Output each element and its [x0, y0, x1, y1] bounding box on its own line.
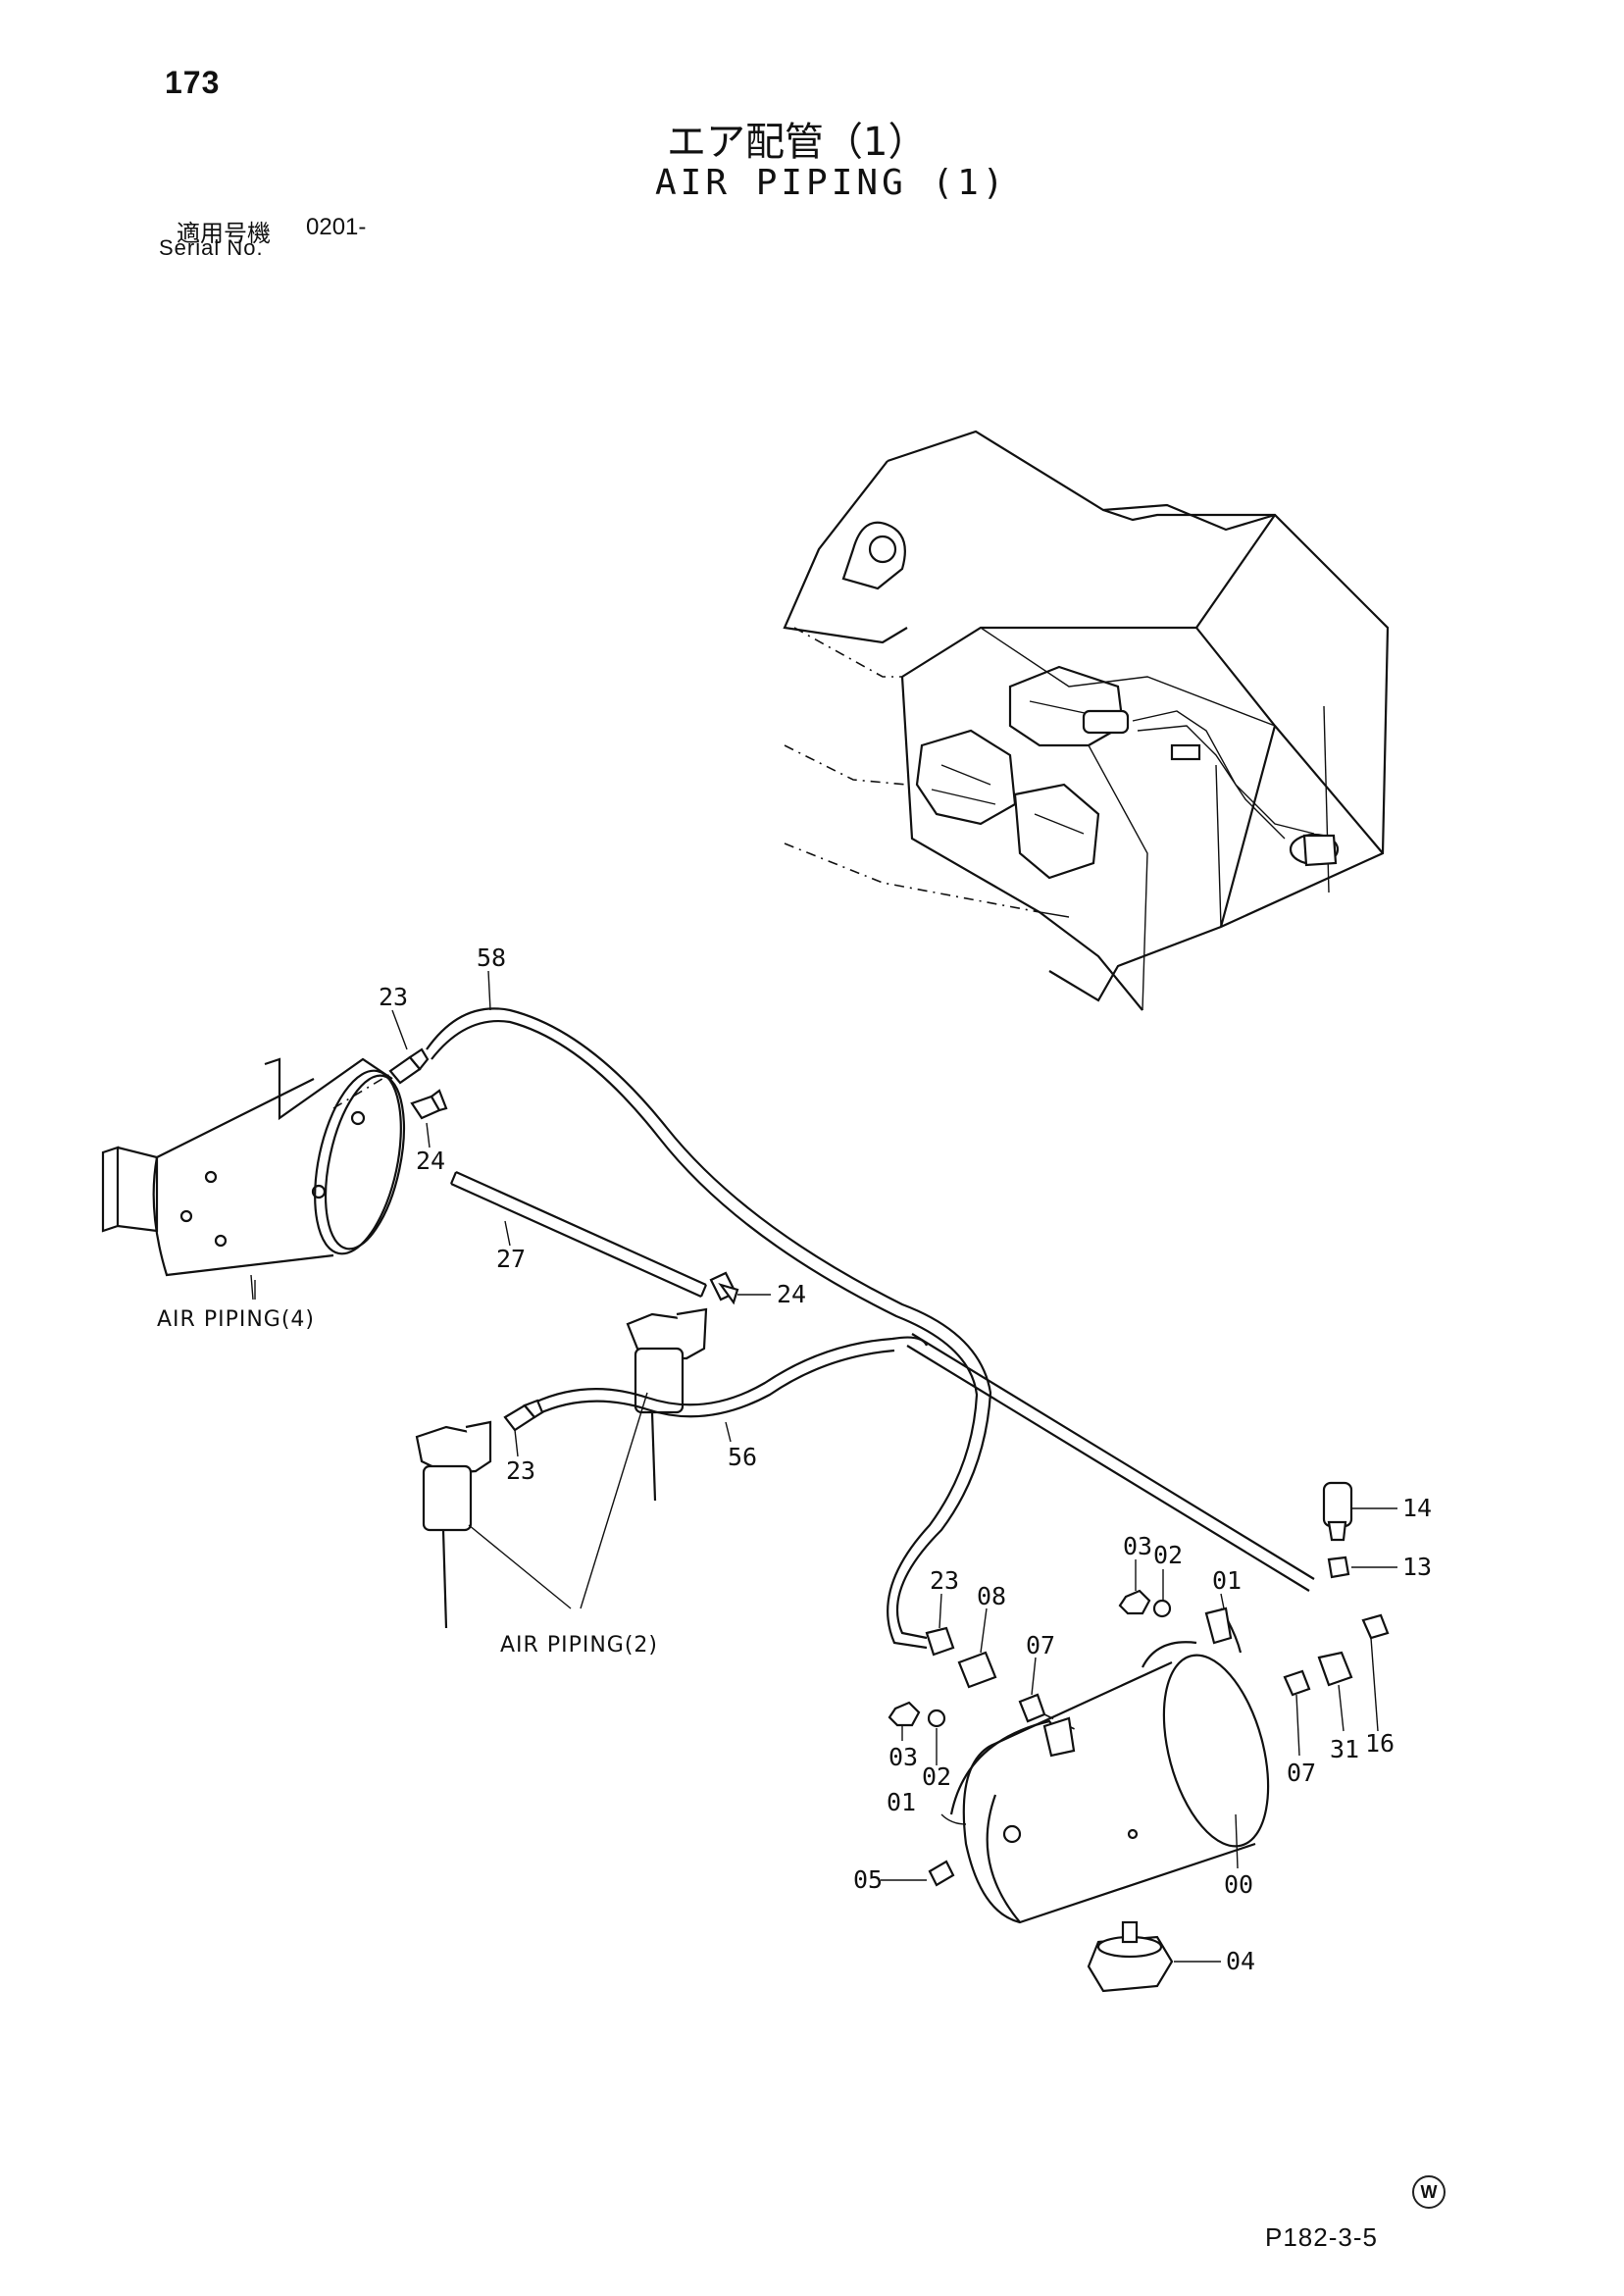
fitting-07-right	[1283, 1669, 1311, 1757]
pipe-58	[426, 970, 992, 1650]
callout-23-lower: 23	[930, 1566, 959, 1595]
callout-56: 56	[728, 1443, 757, 1471]
callout-07-left: 07	[1026, 1631, 1055, 1659]
callout-14: 14	[1402, 1494, 1432, 1522]
callout-04: 04	[1226, 1947, 1255, 1975]
nut-03-lower	[888, 1701, 921, 1741]
reference-air-piping-2: AIR PIPING(2)	[500, 1633, 658, 1658]
serial-label-english: Serial No.	[159, 235, 264, 260]
page-number: 173	[165, 65, 221, 100]
drain-plug-05	[881, 1860, 955, 1887]
machine-overview-illustration	[783, 430, 1390, 1011]
callout-01-lower: 01	[887, 1788, 916, 1816]
callout-02-lower: 02	[922, 1762, 951, 1791]
callout-03-lower: 03	[888, 1743, 918, 1771]
fitting-chain-23-08-07	[925, 1593, 1080, 1732]
tank-bands-01	[940, 1593, 1243, 1825]
pipe-27	[449, 1170, 708, 1299]
fitting-23-middle	[503, 1399, 544, 1457]
callout-58: 58	[477, 944, 506, 972]
document-code: P182-3-5	[1265, 2222, 1378, 2252]
sensor-14	[1322, 1481, 1397, 1542]
callout-13: 13	[1402, 1553, 1432, 1581]
nut-03-upper	[1118, 1559, 1151, 1615]
callout-03-upper: 03	[1123, 1532, 1152, 1560]
callout-01-upper: 01	[1212, 1566, 1242, 1595]
washer-02-lower	[927, 1709, 946, 1765]
page-title-english: AIR PIPING (1)	[655, 163, 1008, 203]
watermark-circled-w: W	[1412, 2175, 1446, 2209]
callout-02-upper: 02	[1153, 1541, 1183, 1569]
elbow-24-top	[410, 1089, 448, 1148]
left-air-tank-reference	[101, 1057, 405, 1300]
serial-value: 0201-	[306, 214, 367, 240]
drain-valve-04	[1087, 1920, 1221, 1993]
serial-label-japanese: 適用号機	[177, 221, 271, 247]
long-pipe-to-13	[906, 1333, 1315, 1592]
callout-16: 16	[1365, 1729, 1395, 1758]
air-dryer-upper	[626, 1307, 708, 1502]
air-piping-2-leaders	[468, 1392, 648, 1609]
callout-27: 27	[496, 1245, 526, 1273]
callout-23-top: 23	[379, 983, 408, 1011]
air-piping-4-leader	[250, 1274, 254, 1301]
elbow-24-middle	[709, 1271, 771, 1305]
callout-24-middle: 24	[777, 1280, 806, 1308]
callout-07-right: 07	[1287, 1759, 1316, 1787]
callout-31: 31	[1330, 1735, 1359, 1763]
callout-23-middle: 23	[506, 1456, 535, 1485]
callout-05: 05	[853, 1865, 883, 1894]
page-title-japanese: エア配管（1）	[667, 120, 928, 165]
callout-24-top: 24	[416, 1147, 445, 1175]
callout-00: 00	[1224, 1870, 1253, 1899]
washer-02-upper	[1152, 1569, 1172, 1618]
callout-labels: 58 23 24 27 24 56 23 14 13 03 02 01 23 0…	[157, 944, 1432, 1975]
main-air-tank-00	[962, 1641, 1270, 1924]
tee-31	[1317, 1651, 1353, 1732]
elbow-16	[1361, 1613, 1390, 1732]
fitting-13	[1327, 1556, 1397, 1579]
reference-air-piping-4: AIR PIPING(4)	[157, 1307, 315, 1332]
fitting-23-top	[332, 1009, 430, 1109]
pipe-56	[533, 1336, 929, 1443]
callout-08: 08	[977, 1582, 1006, 1610]
air-dryer-lower	[415, 1420, 492, 1629]
